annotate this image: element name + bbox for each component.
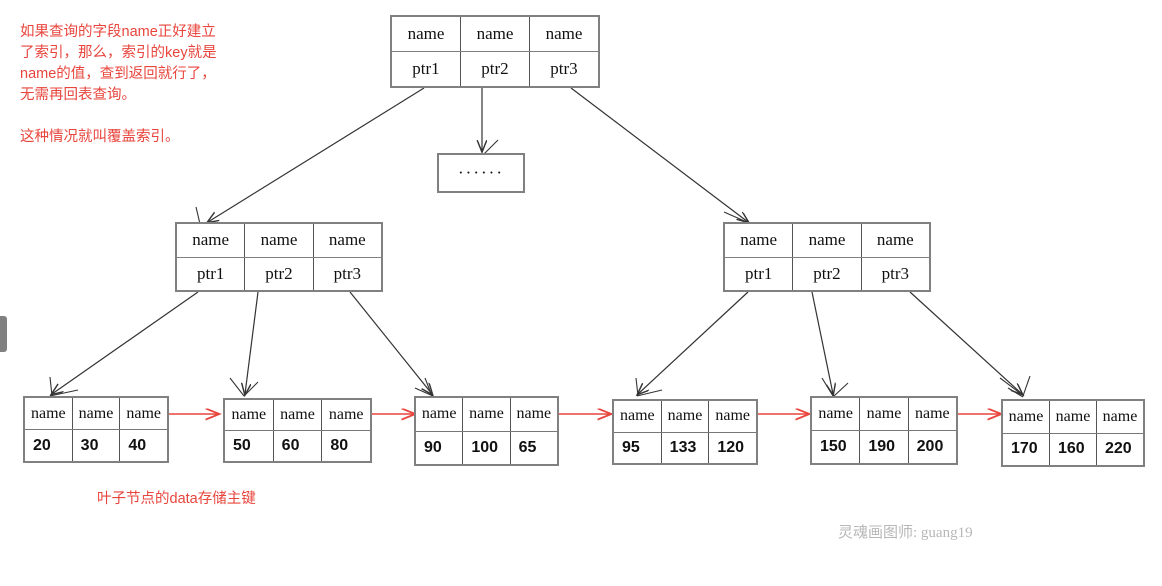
leaf-3-value-cell-3: 65 xyxy=(518,438,537,456)
edge-internal-left-to-leaf-2 xyxy=(229,291,259,396)
leaf-5-key-cell-1: name xyxy=(812,398,861,430)
leaf-5-value-cell-2: 190 xyxy=(860,431,909,463)
leaf-6-key-cell-1: name xyxy=(1003,401,1050,433)
leaf-node-6[interactable]: name name name 170 160 220 xyxy=(1001,399,1145,467)
leaf-4-key-cell-1: name xyxy=(614,401,662,432)
internal-right-key-row: name name name xyxy=(725,224,929,258)
leaf-2-value-cell-3: 80 xyxy=(330,437,349,454)
internal-node-right[interactable]: name name name ptr1 ptr2 ptr3 xyxy=(723,222,931,292)
leaf-5-key-cell-2: name xyxy=(860,398,909,430)
leaf-node-5[interactable]: name name name 150 190 200 xyxy=(810,396,958,465)
leaf-4-value-row: 95 133 120 xyxy=(614,432,756,463)
root-node-pointer-row: ptr1 ptr2 ptr3 xyxy=(392,52,598,86)
edge-internal-right-to-leaf-5 xyxy=(811,291,849,396)
leaf-6-value-cell-1: 170 xyxy=(1003,433,1050,465)
edge-internal-right-to-leaf-4 xyxy=(635,291,749,397)
leaf-2-value-cell-2: 60 xyxy=(274,431,323,461)
leaf-2-key-cell-2: name xyxy=(274,400,323,430)
leaf-node-1[interactable]: name name name 20 30 40 xyxy=(23,396,169,463)
root-key-cell-2: name xyxy=(461,17,530,51)
leaf-3-key-cell-2: name xyxy=(463,398,511,431)
scrollbar-thumb[interactable] xyxy=(0,316,7,352)
root-node-key-row: name name name xyxy=(392,17,598,52)
leaf-1-key-cell-3: name xyxy=(126,404,161,422)
edge-root-to-internal-right xyxy=(570,87,749,223)
internal-left-key-cell-1: name xyxy=(177,224,246,257)
leaf-2-key-row: name name name xyxy=(225,400,370,431)
leaf-3-value-row: 90 100 65 xyxy=(416,431,557,464)
leaf-6-value-row: 170 160 220 xyxy=(1003,433,1143,465)
leaf-3-key-cell-1: name xyxy=(416,398,464,431)
internal-left-pointer-cell-3[interactable]: ptr3 xyxy=(333,263,362,283)
leaf-3-key-row: name name name xyxy=(416,398,557,432)
leaf-4-key-cell-2: name xyxy=(662,401,710,432)
internal-left-pointer-cell-2[interactable]: ptr2 xyxy=(245,257,314,290)
internal-right-pointer-cell-3[interactable]: ptr3 xyxy=(881,263,910,283)
covering-index-note: 如果查询的字段name正好建立 了索引，那么，索引的key就是 name的值，查… xyxy=(20,24,217,145)
leaf-4-key-row: name name name xyxy=(614,401,756,433)
leaf-4-value-cell-3: 120 xyxy=(717,438,745,456)
leaf-2-value-row: 50 60 80 xyxy=(225,431,370,461)
leaf-6-value-cell-2: 160 xyxy=(1050,433,1097,465)
internal-right-pointer-cell-1[interactable]: ptr1 xyxy=(725,257,794,290)
leaf-5-key-row: name name name xyxy=(812,398,956,431)
leaf-6-value-cell-3: 220 xyxy=(1105,440,1132,458)
leaf-3-value-cell-2: 100 xyxy=(463,431,511,464)
leaf-5-value-cell-1: 150 xyxy=(812,431,861,463)
internal-left-pointer-cell-1[interactable]: ptr1 xyxy=(177,257,246,290)
root-node[interactable]: name name name ptr1 ptr2 ptr3 xyxy=(390,15,600,88)
leaf-6-key-cell-2: name xyxy=(1050,401,1097,433)
leaf-4-value-cell-2: 133 xyxy=(662,432,710,463)
edge-internal-left-to-leaf-3 xyxy=(349,291,433,397)
leaf-1-value-cell-2: 30 xyxy=(73,430,121,461)
leaf-node-2[interactable]: name name name 50 60 80 xyxy=(223,398,372,463)
leaf-3-key-cell-3: name xyxy=(516,405,552,423)
leaf-6-key-cell-3: name xyxy=(1102,407,1138,425)
root-key-cell-3: name xyxy=(545,24,583,43)
leaf-4-value-cell-1: 95 xyxy=(614,432,662,463)
root-key-cell-1: name xyxy=(392,17,461,51)
leaf-2-key-cell-1: name xyxy=(225,400,274,430)
leaf-4-key-cell-3: name xyxy=(715,407,750,425)
internal-left-pointer-row: ptr1 ptr2 ptr3 xyxy=(177,257,381,290)
leaf-data-caption: 叶子节点的data存储主键 xyxy=(97,491,256,507)
leaf-3-value-cell-1: 90 xyxy=(416,431,464,464)
edge-root-to-ellipsis xyxy=(482,88,499,155)
leaf-2-key-cell-3: name xyxy=(328,406,364,423)
leaf-5-value-cell-3: 200 xyxy=(916,438,944,455)
internal-node-left[interactable]: name name name ptr1 ptr2 ptr3 xyxy=(175,222,383,292)
leaf-1-key-cell-2: name xyxy=(73,398,121,429)
internal-left-key-cell-2: name xyxy=(245,224,314,257)
leaf-1-value-cell-1: 20 xyxy=(25,430,73,461)
leaf-node-3[interactable]: name name name 90 100 65 xyxy=(414,396,559,466)
internal-left-key-cell-3: name xyxy=(328,230,366,250)
leaf-6-key-row: name name name xyxy=(1003,401,1143,434)
internal-right-pointer-cell-2[interactable]: ptr2 xyxy=(793,257,862,290)
root-pointer-cell-1[interactable]: ptr1 xyxy=(392,52,461,86)
internal-left-key-row: name name name xyxy=(177,224,381,258)
internal-right-key-cell-3: name xyxy=(876,230,914,250)
leaf-1-value-row: 20 30 40 xyxy=(25,430,167,461)
leaf-5-key-cell-3: name xyxy=(914,405,950,422)
internal-right-pointer-row: ptr1 ptr2 ptr3 xyxy=(725,257,929,290)
leaf-1-key-row: name name name xyxy=(25,398,167,430)
leaf-node-4[interactable]: name name name 95 133 120 xyxy=(612,399,758,465)
leaf-1-value-cell-3: 40 xyxy=(128,436,147,454)
root-pointer-cell-3[interactable]: ptr3 xyxy=(550,59,578,78)
edge-internal-right-to-leaf-6 xyxy=(909,291,1031,398)
edge-internal-left-to-leaf-1 xyxy=(50,291,199,397)
ellipsis-node: ······ xyxy=(437,153,525,193)
author-signature: 灵魂画图师: guang19 xyxy=(838,525,973,541)
root-pointer-cell-2[interactable]: ptr2 xyxy=(461,52,530,86)
internal-right-key-cell-1: name xyxy=(725,224,794,257)
leaf-5-value-row: 150 190 200 xyxy=(812,431,956,463)
leaf-1-key-cell-1: name xyxy=(25,398,73,429)
internal-right-key-cell-2: name xyxy=(793,224,862,257)
leaf-2-value-cell-1: 50 xyxy=(225,431,274,461)
